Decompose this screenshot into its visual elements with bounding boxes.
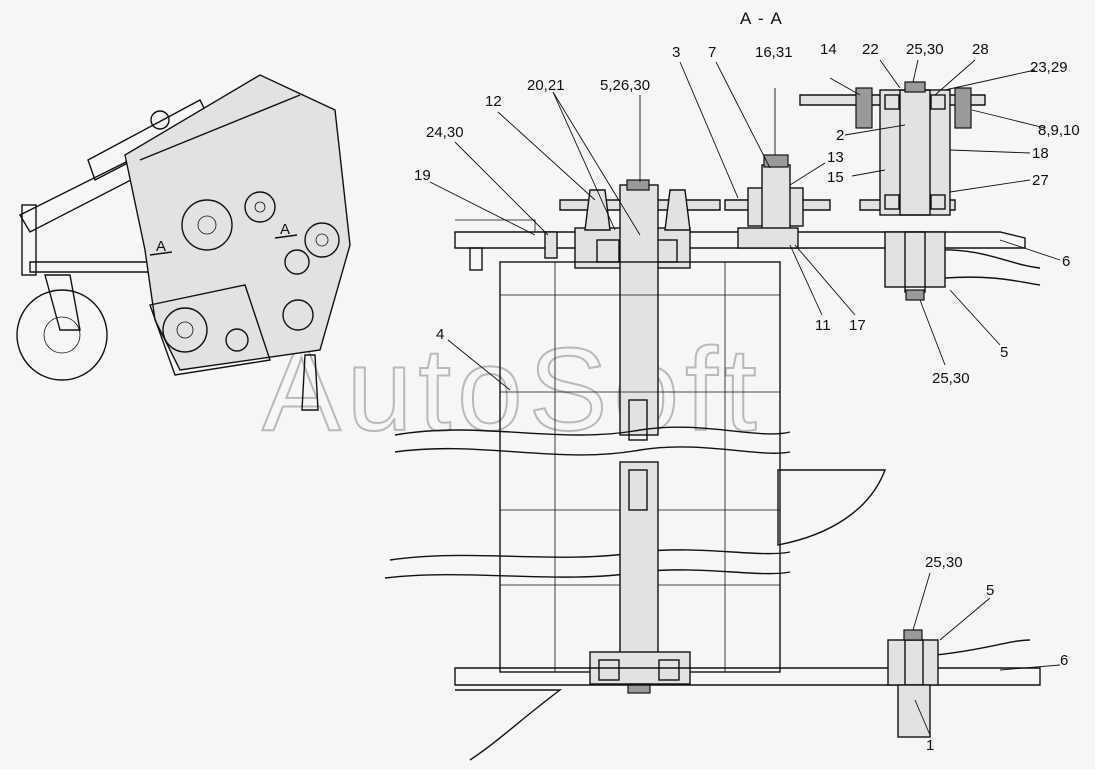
lower-arm	[934, 639, 1031, 656]
watermark: AutoSoft	[262, 324, 763, 456]
chain-guard	[149, 284, 271, 376]
callout-27: 27	[1032, 172, 1049, 189]
section-marker-right: А	[280, 221, 290, 238]
callout-11: 11	[815, 317, 831, 334]
callout-6-lower: 6	[1060, 652, 1068, 669]
callout-3: 3	[672, 44, 680, 61]
top-roller	[150, 110, 170, 130]
callout-25-30-top: 25,30	[906, 41, 944, 58]
machine-body	[124, 74, 351, 371]
leader-lines	[429, 59, 1061, 736]
bolt-right	[954, 87, 972, 129]
machine-overview: А А	[16, 74, 351, 411]
shaft-nut-lower	[627, 683, 651, 694]
gear-2	[244, 191, 276, 223]
clamp-bolt	[544, 231, 558, 259]
callout-17: 17	[849, 317, 866, 334]
callout-18: 18	[1032, 145, 1049, 162]
callout-24-30: 24,30	[426, 124, 464, 141]
idler-sprocket	[304, 222, 340, 258]
jack-stand	[21, 204, 37, 276]
wheel	[16, 289, 108, 381]
lower-sprocket	[225, 328, 249, 352]
roller-shaft-lower	[619, 461, 659, 673]
callout-28: 28	[972, 41, 989, 58]
body-top-edge	[139, 94, 301, 161]
wheel-hub	[43, 316, 81, 354]
callout-19: 19	[414, 167, 431, 184]
pivot-housing	[879, 89, 951, 216]
bottom-frame-plate	[454, 667, 1041, 686]
callout-14: 14	[820, 41, 837, 58]
break-line-lower	[389, 549, 791, 561]
callout-5-26-30: 5,26,30	[600, 77, 650, 94]
callout-12: 12	[485, 93, 502, 110]
shaft-nut-upper	[626, 179, 650, 191]
bolt-left	[855, 87, 873, 129]
callout-5-lower: 5	[986, 582, 994, 599]
gear-4	[282, 299, 314, 331]
break-line-upper	[394, 426, 791, 436]
pivot-pin-1	[897, 684, 931, 738]
callout-16-31: 16,31	[755, 44, 793, 61]
tensioner-nut	[763, 154, 789, 168]
callout-23-29: 23,29	[1030, 59, 1068, 76]
callout-20-21: 20,21	[527, 77, 565, 94]
callout-13: 13	[827, 149, 844, 166]
callout-22: 22	[862, 41, 879, 58]
callout-5-upper: 5	[1000, 344, 1008, 361]
callout-25-30-bottom: 25,30	[925, 554, 963, 571]
auger-flight	[777, 469, 887, 546]
upper-arm	[934, 249, 1041, 269]
section-view	[384, 81, 1041, 761]
pivot-post-upper	[884, 231, 946, 288]
tensioner-bracket	[737, 227, 799, 249]
callout-15: 15	[827, 169, 844, 186]
post-nut-upper	[905, 289, 925, 301]
callouts: 1 2 3 4 5 5 5,26,30 6 6 7 8,9,10 11 12 1…	[414, 41, 1080, 754]
section-marker-left: А	[156, 238, 166, 255]
callout-4: 4	[436, 326, 444, 343]
callout-1: 1	[926, 737, 934, 754]
callout-7: 7	[708, 44, 716, 61]
lower-gear	[162, 307, 208, 353]
post-nut-lower	[903, 629, 923, 641]
pivot-nut-top	[904, 81, 926, 93]
callout-25-30-middle: 25,30	[932, 370, 970, 387]
wheel-fork	[44, 274, 81, 331]
roller-shaft-upper	[619, 184, 659, 436]
callout-8-9-10: 8,9,10	[1038, 122, 1080, 139]
callout-2: 2	[836, 127, 844, 144]
callout-6-upper: 6	[1062, 253, 1070, 270]
gear-3	[284, 249, 310, 275]
rear-leg	[301, 354, 319, 411]
gear-1	[181, 199, 233, 251]
section-title: А - А	[740, 9, 783, 28]
pivot-post-lower	[887, 639, 939, 686]
